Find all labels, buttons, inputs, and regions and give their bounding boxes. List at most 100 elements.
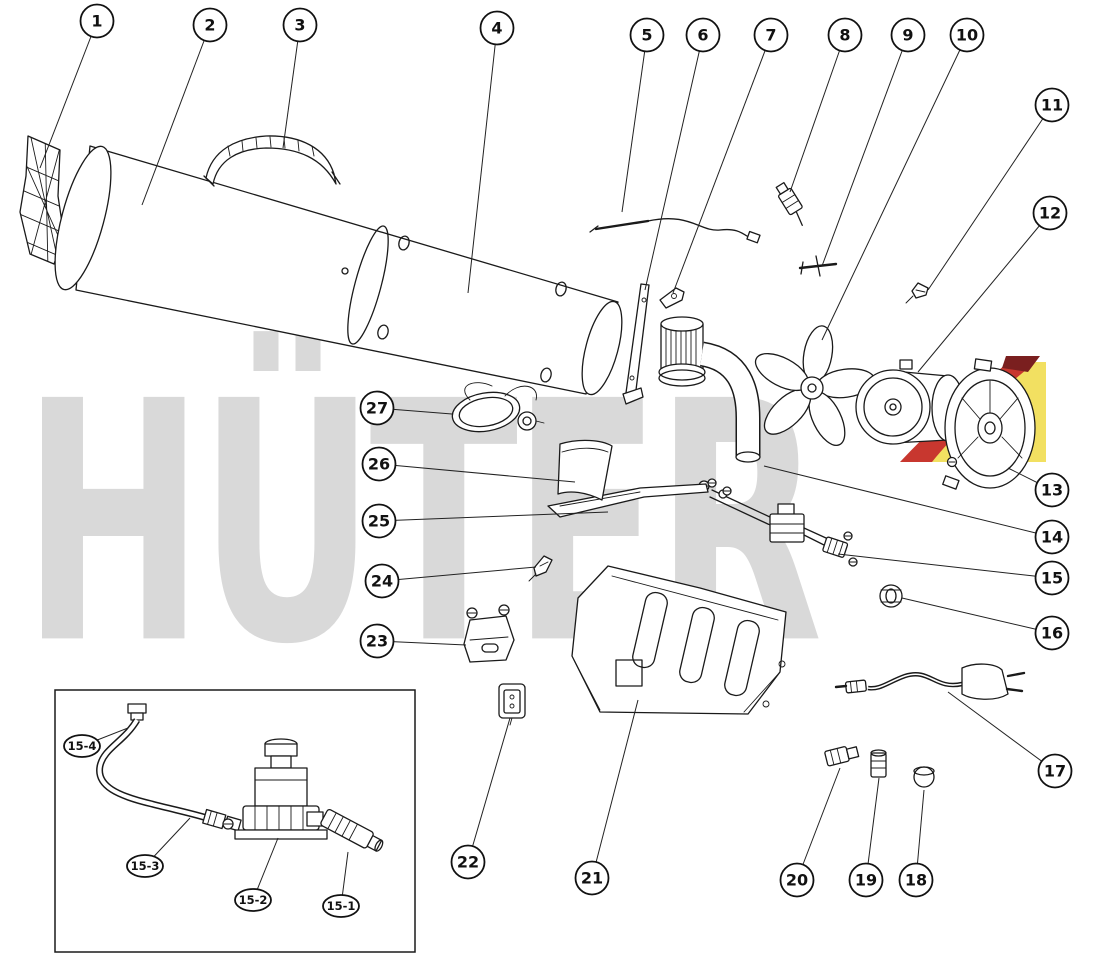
callout-circle-23: [359, 623, 395, 659]
callout-15-4: 15-4: [63, 734, 101, 758]
part-bracket-7: [659, 287, 685, 309]
callout-10: 10: [949, 17, 985, 53]
callout-circle-14: [1034, 519, 1070, 555]
callout-label-14: 14: [1041, 528, 1063, 547]
callout-circle-22: [450, 844, 486, 880]
callout-18: 18: [898, 862, 934, 898]
callout-label-7: 7: [765, 26, 776, 45]
callout-circle-20: [779, 862, 815, 898]
callout-label-20: 20: [786, 871, 808, 890]
part-cap-18: [913, 766, 935, 788]
callout-circle-5: [629, 17, 665, 53]
callout-15-1: 15-1: [322, 894, 360, 918]
callout-circle-13: [1034, 472, 1070, 508]
callout-label-15-4: 15-4: [68, 739, 97, 753]
callout-label-2: 2: [204, 16, 215, 35]
callout-label-6: 6: [697, 26, 708, 45]
callout-13: 13: [1034, 472, 1070, 508]
callout-circle-9: [890, 17, 926, 53]
part-bracket-23: [463, 604, 515, 663]
callout-label-1: 1: [91, 12, 102, 31]
callout-17: 17: [1037, 753, 1073, 789]
callout-label-9: 9: [902, 26, 913, 45]
callout-19: 19: [848, 862, 884, 898]
leader-line-9: [821, 34, 909, 267]
callout-23: 23: [359, 623, 395, 659]
callout-15-2: 15-2: [234, 888, 272, 912]
callout-label-18: 18: [905, 871, 927, 890]
part-clip-24: [528, 555, 553, 582]
leader-line-7: [672, 34, 772, 294]
leader-lines-layer: [39, 20, 1056, 907]
callout-label-5: 5: [641, 26, 652, 45]
part-barrel: [54, 145, 623, 396]
part-clip-11: [905, 282, 929, 304]
callout-14: 14: [1034, 519, 1070, 555]
inset-valve-assembly: [96, 703, 384, 852]
callout-circle-12: [1032, 195, 1068, 231]
callout-27: 27: [359, 390, 395, 426]
callout-9: 9: [890, 17, 926, 53]
callout-15: 15: [1034, 560, 1070, 596]
leader-line-6: [644, 34, 704, 291]
callout-7: 7: [753, 17, 789, 53]
callout-4: 4: [479, 10, 515, 46]
callout-26: 26: [361, 446, 397, 482]
callout-circle-18: [898, 862, 934, 898]
leader-line-15: [837, 553, 1053, 579]
leader-line-22: [467, 717, 511, 863]
callout-label-11: 11: [1041, 96, 1063, 115]
callout-ellipse-15-1: [322, 894, 360, 918]
part-gasket-ring-27: [451, 382, 545, 433]
callout-circle-3: [282, 7, 318, 43]
callout-circle-27: [359, 390, 395, 426]
callout-25: 25: [361, 503, 397, 539]
logo-dark-accent: [1002, 356, 1040, 372]
callout-label-10: 10: [956, 26, 978, 45]
callout-label-3: 3: [294, 16, 305, 35]
leader-line-12: [917, 212, 1051, 373]
callout-2: 2: [192, 7, 228, 43]
part-elbow-tube: [699, 341, 761, 463]
leader-line-11: [927, 104, 1053, 291]
leader-line-8: [789, 34, 846, 193]
callout-label-26: 26: [368, 455, 390, 474]
leader-line-25: [378, 511, 609, 522]
callout-5: 5: [629, 17, 665, 53]
leader-line-3: [282, 24, 301, 149]
part-motor: [855, 359, 965, 445]
callout-16: 16: [1034, 615, 1070, 651]
callout-label-24: 24: [371, 572, 393, 591]
callout-6: 6: [685, 17, 721, 53]
callout-circle-17: [1037, 753, 1073, 789]
callout-8: 8: [827, 17, 863, 53]
callout-circle-24: [364, 563, 400, 599]
callout-24: 24: [364, 563, 400, 599]
callout-label-23: 23: [366, 632, 388, 651]
callout-label-19: 19: [855, 871, 877, 890]
callout-3: 3: [282, 7, 318, 43]
leader-line-4: [467, 27, 498, 294]
callout-circle-8: [827, 17, 863, 53]
part-grommet-16: [879, 584, 903, 608]
callout-label-4: 4: [491, 19, 502, 38]
part-inlet-guard: [19, 135, 65, 265]
callout-label-8: 8: [839, 26, 850, 45]
part-end-cover: [942, 358, 1036, 490]
callout-label-22: 22: [457, 853, 479, 872]
inset-border: [54, 689, 416, 953]
part-handle: [203, 135, 341, 187]
leader-line-20: [796, 767, 841, 881]
part-sleeve-19: [870, 749, 887, 778]
leader-line-26: [378, 463, 576, 483]
part-burner: [658, 316, 706, 387]
leader-line-24: [381, 566, 537, 582]
callout-circle-15: [1034, 560, 1070, 596]
part-pin-9: [798, 255, 838, 277]
callout-12: 12: [1032, 195, 1068, 231]
callout-label-13: 13: [1041, 481, 1063, 500]
callout-circle-1: [79, 3, 115, 39]
callout-22: 22: [450, 844, 486, 880]
leader-line-10: [821, 34, 968, 341]
leader-line-5: [621, 34, 648, 213]
